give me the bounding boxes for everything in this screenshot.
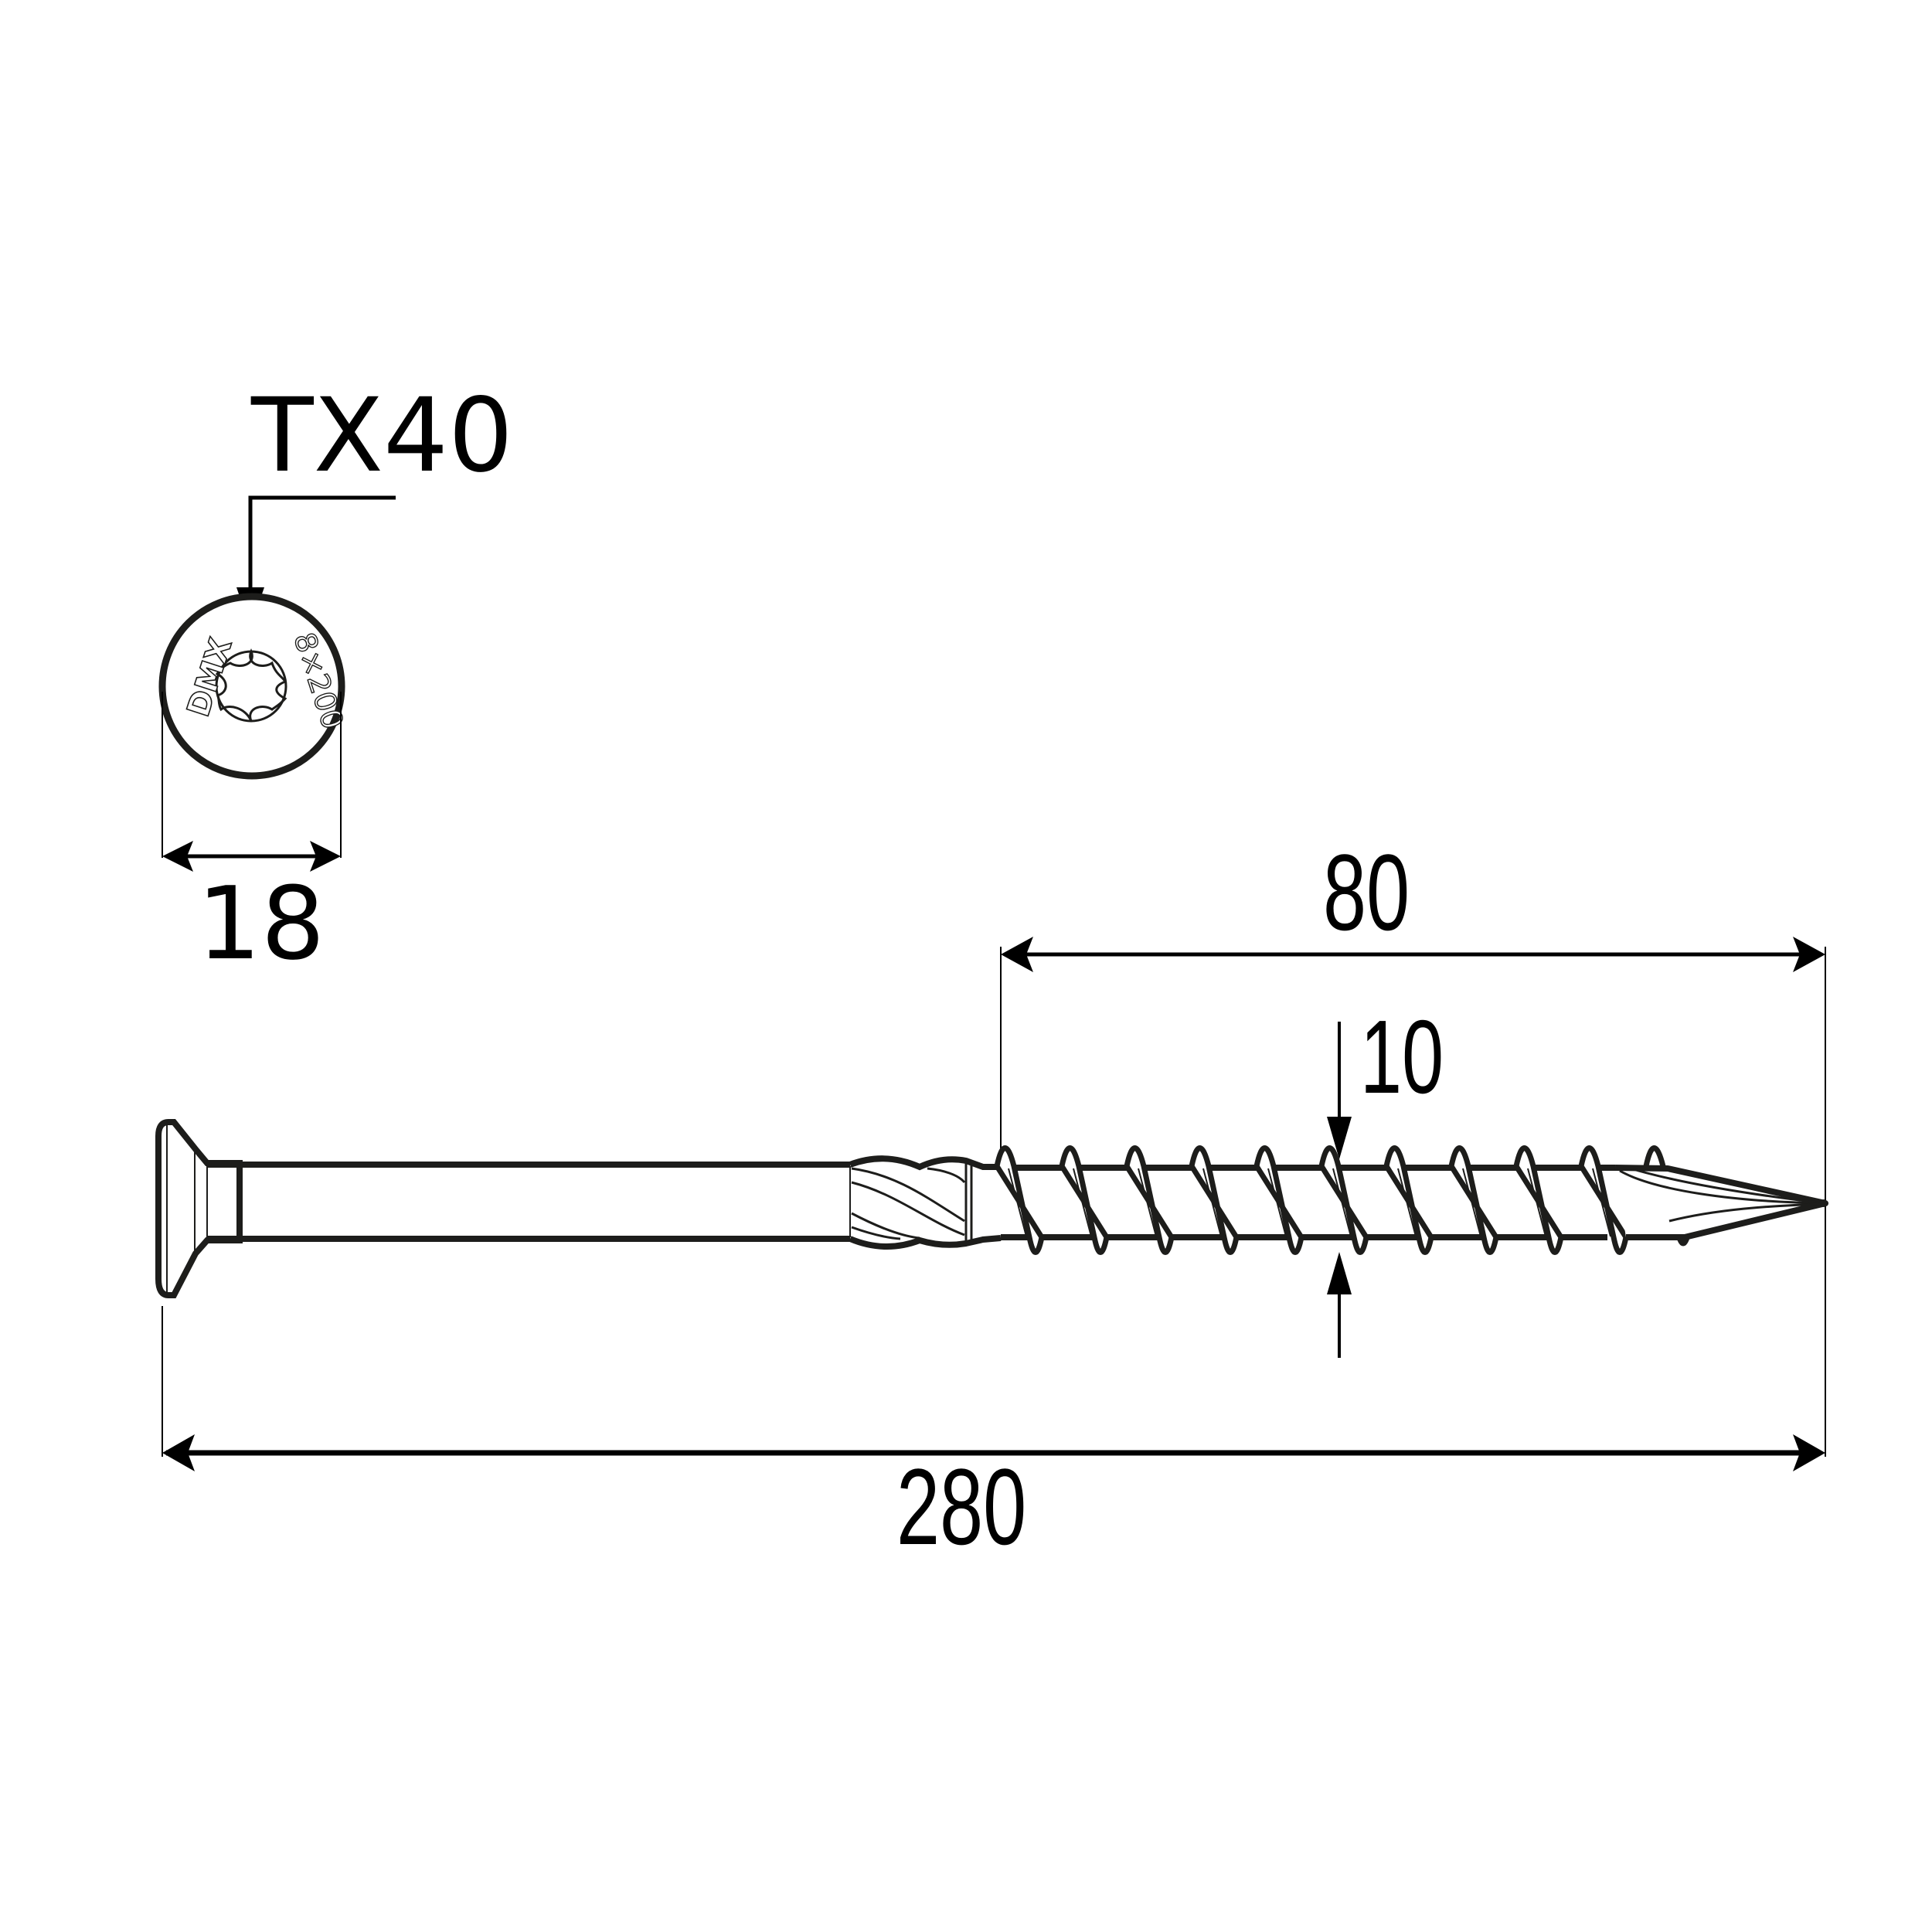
arrow-left-icon bbox=[162, 1434, 195, 1471]
thread-length-label: 80 bbox=[1323, 832, 1410, 953]
tip-flute-2 bbox=[1630, 1167, 1825, 1205]
head-circle bbox=[158, 593, 345, 780]
arrow-left-icon bbox=[1001, 937, 1033, 972]
arrow-down-icon bbox=[1327, 1117, 1352, 1159]
arrow-up-icon bbox=[1327, 1252, 1352, 1294]
thread-inner-lines bbox=[1008, 1168, 1611, 1237]
screw-head bbox=[155, 1119, 243, 1298]
drive-leader-line bbox=[248, 495, 396, 587]
side-view bbox=[155, 937, 1828, 1471]
arrow-left-icon bbox=[162, 841, 193, 872]
drive-size-label: TX40 bbox=[251, 376, 514, 495]
cutter-knurl bbox=[849, 1155, 1002, 1250]
tip-flute-3 bbox=[1668, 1202, 1825, 1223]
head-diameter-label: 18 bbox=[197, 865, 325, 982]
torx-star-icon bbox=[215, 648, 287, 722]
arrow-right-icon bbox=[1793, 1434, 1825, 1471]
thread-crests bbox=[994, 1145, 1692, 1255]
head-view: DMX 8×200 bbox=[158, 495, 396, 872]
arrow-right-icon bbox=[1793, 937, 1825, 972]
total-length-label: 280 bbox=[896, 1446, 1027, 1567]
arrow-right-icon bbox=[310, 841, 341, 872]
tip-point bbox=[1820, 1199, 1828, 1207]
thread-diameter-label: 10 bbox=[1360, 998, 1444, 1115]
tip-flute-1 bbox=[1619, 1169, 1825, 1205]
